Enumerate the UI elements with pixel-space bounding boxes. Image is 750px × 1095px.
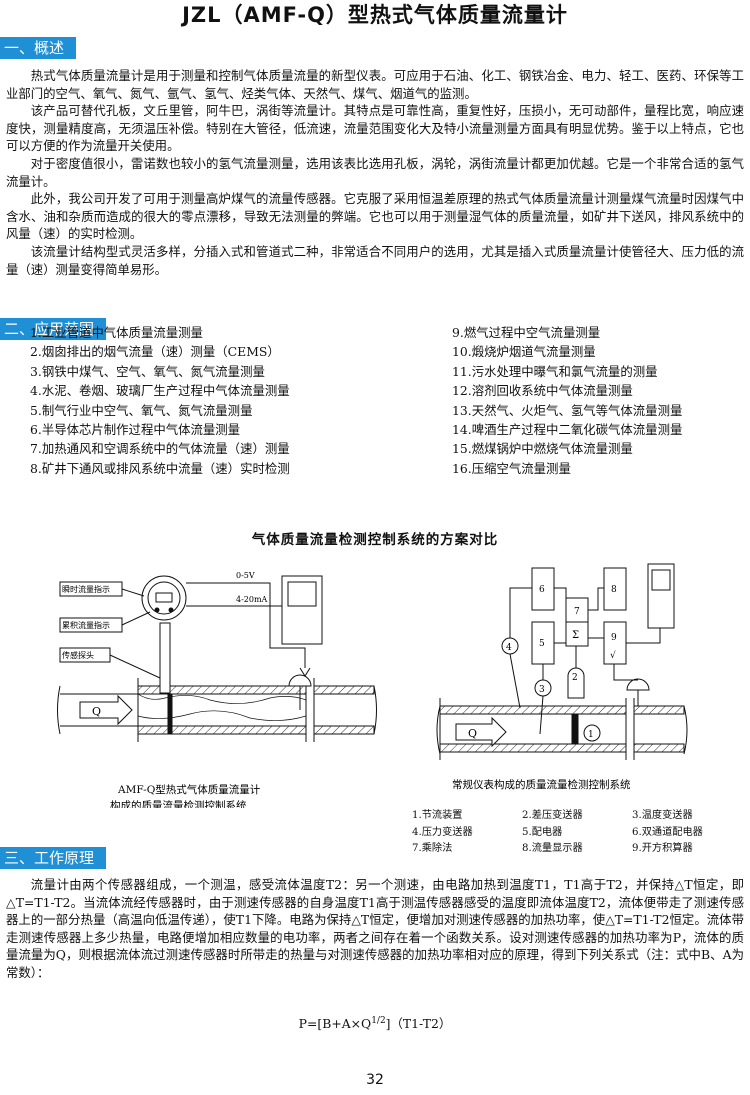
sensor-number: 2 xyxy=(572,673,578,683)
left-pipe xyxy=(57,678,377,742)
box-sqrt: √ xyxy=(610,650,616,661)
legend-item: 9.开方积算器 xyxy=(632,843,693,854)
list-item: 4.水泥、卷烟、玻璃厂生产过程中气体流量测量 xyxy=(30,383,290,399)
legend-item: 4.压力变送器 xyxy=(412,826,473,838)
formula-exponent: 1/2 xyxy=(371,1015,386,1026)
controller-left xyxy=(281,575,323,645)
instrument-boxes xyxy=(531,563,675,665)
list-item: 16.压缩空气流量测量 xyxy=(452,460,571,476)
sensors-right xyxy=(501,637,601,742)
legend-row: 1.节流装置 2.差压变送器 3.温度变送器 xyxy=(412,808,742,825)
sensor-number: 4 xyxy=(506,643,512,653)
valve-right xyxy=(626,678,650,706)
valve-left xyxy=(288,674,312,710)
formula-left: P=[B+A×Q xyxy=(298,1016,372,1031)
instant-flow-label: 瞬时流量指示 xyxy=(62,584,110,594)
list-item: 11.污水处理中曝气和氯气流量的测量 xyxy=(452,363,658,379)
flowmeter xyxy=(141,575,187,735)
flow-label: Q xyxy=(92,705,101,718)
overview-paragraph: 该产品可替代孔板，文丘里管，阿牛巴，涡街等流量计。其特点是可靠性高，重复性好，压… xyxy=(6,103,744,154)
right-diagram: Q 4 3 2 1 6 xyxy=(436,563,688,791)
overview-paragraph: 此外，我公司开发了可用于测量高炉煤气的流量传感器。它克服了采用恒温差原理的热式气… xyxy=(6,191,744,242)
list-item: 5.制气行业中空气、氧气、氮气流量测量 xyxy=(30,402,253,418)
right-caption: 常规仪表构成的质量流量检测控制系统 xyxy=(452,778,631,791)
probe-label: 传感探头 xyxy=(62,650,94,660)
list-item: 8.矿井下通风或排风系统中流量（速）实时检测 xyxy=(30,460,290,476)
applications-right-list: 9.燃气过程中空气流量测量 10.煅烧炉烟道气流量测量 11.污水处理中曝气和氯… xyxy=(452,323,682,478)
box-number-9: 9 xyxy=(611,633,617,643)
list-item: 7.加热通风和空调系统中的气体流量（速）测量 xyxy=(30,441,290,457)
overview-paragraph: 对于密度值很小，雷诺数也较小的氢气流量测量，选用该表比选用孔板，涡轮，涡街流量计… xyxy=(6,155,744,189)
signal-lines-left xyxy=(186,582,311,677)
signal-0-5v: 0-5V xyxy=(236,571,255,580)
comparison-diagrams: Q 瞬时流量指示 累积流量指示 传感探头 xyxy=(57,563,688,808)
comparison-title: 气体质量流量检测控制系统的方案对比 xyxy=(251,532,499,548)
list-item: 6.半导体芯片制作过程中气体流量测量 xyxy=(30,422,241,438)
right-pipe xyxy=(436,698,688,760)
page-number: 32 xyxy=(366,1072,384,1088)
formula-right: ]（T1-T2） xyxy=(385,1016,452,1031)
box-number-7: 7 xyxy=(574,607,580,617)
legend-item: 3.温度变送器 xyxy=(632,810,693,821)
overview-paragraph: 该流量计结构型式灵活多样，分插入式和管道式二种，非常适合不同用户的选用，尤其是插… xyxy=(6,243,744,277)
section-heading-overview: 一、概述 xyxy=(0,37,77,59)
list-item: 13.天然气、火炬气、氢气等气体流量测量 xyxy=(452,402,683,418)
left-caption-line2: 构成的质量流量检测控制系统 xyxy=(110,799,247,808)
legend-row: 4.压力变送器 5.配电器 6.双通道配电器 xyxy=(412,825,742,842)
flow-arrow-left xyxy=(79,694,133,726)
applications-left-list: 1.工业管道中气体质量流量测量 2.烟囱排出的烟气流量（速）测量（CEMS） 3… xyxy=(30,323,290,478)
legend-row: 7.乘除法 8.流量显示器 9.开方积算器 xyxy=(412,841,742,858)
list-item: 2.烟囱排出的烟气流量（速）测量（CEMS） xyxy=(30,344,280,360)
list-item: 1.工业管道中气体质量流量测量 xyxy=(30,325,203,340)
wires-right xyxy=(509,587,661,681)
signal-4-20ma: 4-20mA xyxy=(236,595,268,604)
list-item: 14.啤酒生产过程中二氧化碳气体流量测量 xyxy=(452,422,683,438)
overview-text: 热式气体质量流量计是用于测量和控制气体质量流量的新型仪表。可应用于石油、化工、钢… xyxy=(6,67,744,278)
list-item: 10.煅烧炉烟道气流量测量 xyxy=(452,344,596,360)
legend-item: 1.节流装置 xyxy=(412,810,463,821)
overview-paragraph: 热式气体质量流量计是用于测量和控制气体质量流量的新型仪表。可应用于石油、化工、钢… xyxy=(6,68,744,101)
box-sigma: Σ xyxy=(572,630,579,641)
left-caption-line1: AMF-Q型热式气体质量流量计 xyxy=(117,783,261,796)
page-title: JZL（AMF-Q）型热式气体质量流量计 xyxy=(182,3,568,27)
list-item: 9.燃气过程中空气流量测量 xyxy=(452,325,601,340)
box-number-5: 5 xyxy=(539,639,545,649)
list-item: 15.燃煤锅炉中燃烧气体流量测量 xyxy=(452,441,633,457)
legend-item: 7.乘除法 xyxy=(412,843,453,854)
sensor-number: 1 xyxy=(588,730,594,740)
flow-label: Q xyxy=(468,727,477,740)
right-diagram-legend: 1.节流装置 2.差压变送器 3.温度变送器 4.压力变送器 5.配电器 6.双通道配电… xyxy=(412,808,742,858)
box-number-6: 6 xyxy=(539,585,545,595)
legend-item: 5.配电器 xyxy=(522,826,563,838)
legend-item: 8.流量显示器 xyxy=(522,843,583,854)
total-flow-label: 累积流量指示 xyxy=(62,620,110,630)
list-item: 12.溶剂回收系统中气体流量测量 xyxy=(452,383,633,399)
box-number-8: 8 xyxy=(611,585,617,595)
legend-item: 2.差压变送器 xyxy=(522,810,583,821)
section-heading-application: 二、应用范围 xyxy=(0,318,107,340)
list-item: 3.钢铁中煤气、空气、氧气、氮气流量测量 xyxy=(30,363,265,379)
section-heading-principle: 三、工作原理 xyxy=(0,847,107,869)
flow-arrow-right xyxy=(455,716,507,748)
sensor-number: 3 xyxy=(539,685,545,695)
left-diagram: Q 瞬时流量指示 累积流量指示 传感探头 xyxy=(57,571,377,808)
formula: P=[B+A×Q1/2]（T1-T2） xyxy=(0,1014,750,1032)
legend-item: 6.双通道配电器 xyxy=(632,826,703,838)
principle-text: 流量计由两个传感器组成，一个测温，感受流体温度T2：另一个测速，由电路加热到温度… xyxy=(6,876,744,982)
principle-paragraph: 流量计由两个传感器组成，一个测温，感受流体温度T2：另一个测速，由电路加热到温度… xyxy=(6,877,744,980)
